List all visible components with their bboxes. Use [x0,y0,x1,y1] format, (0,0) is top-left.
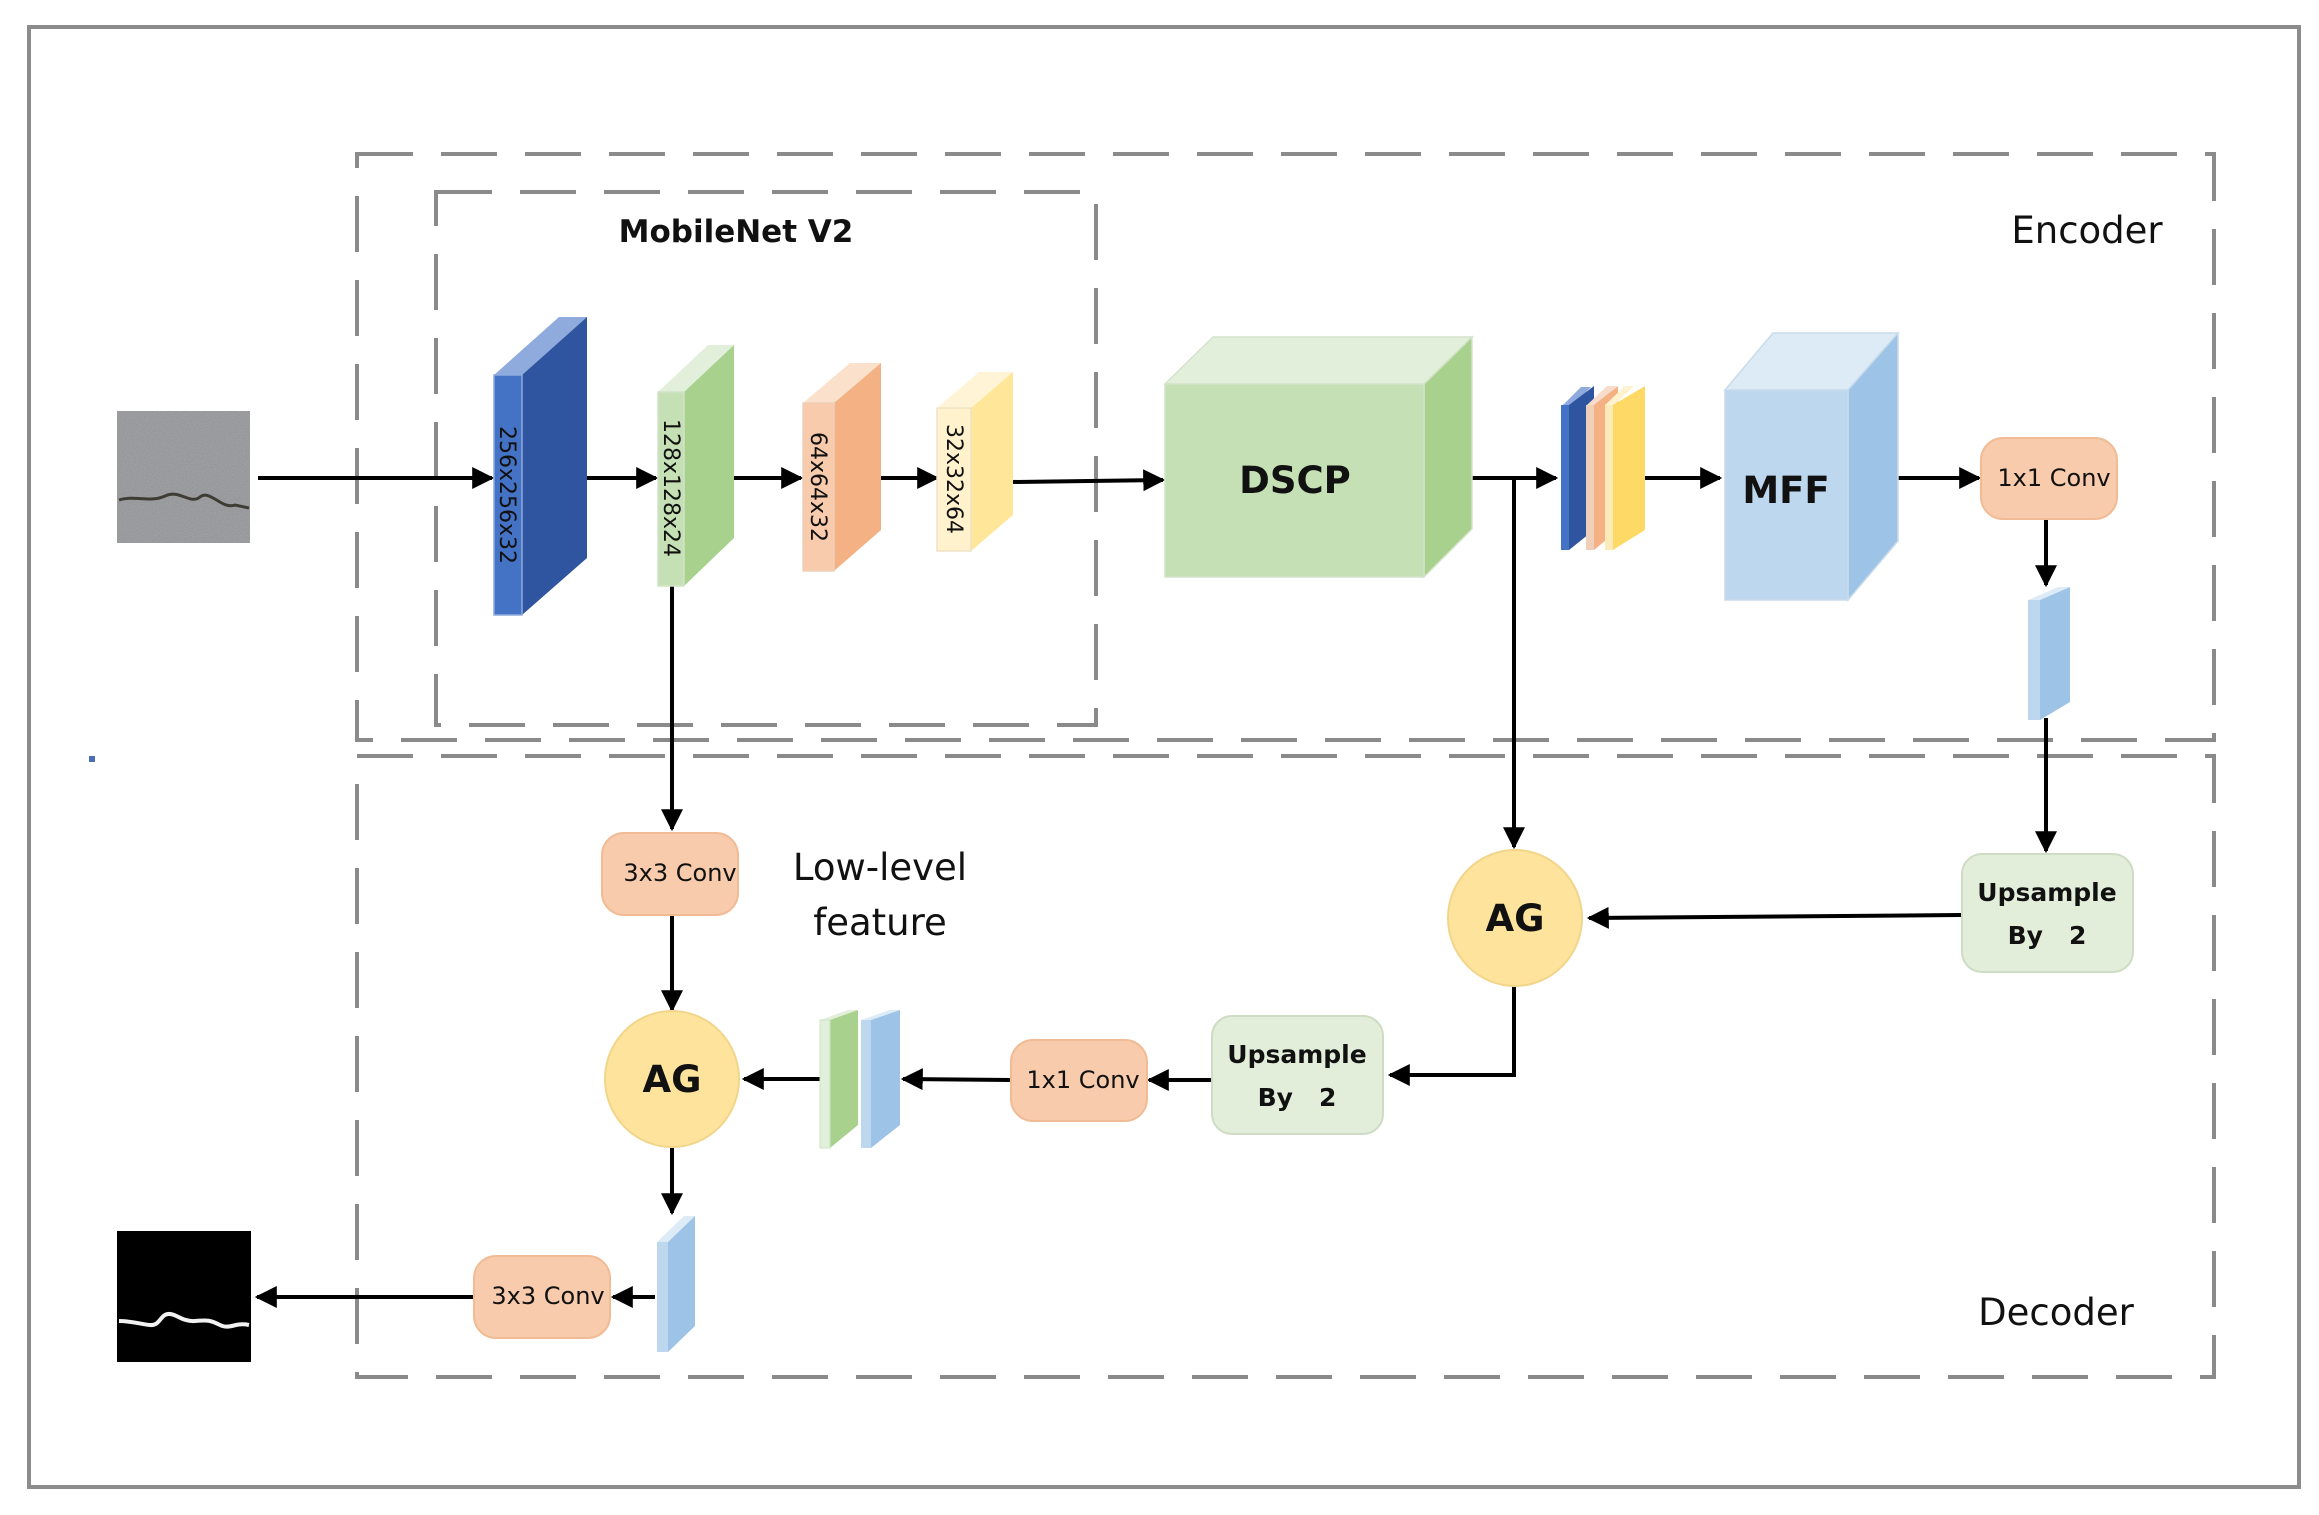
attention-gate-2: AG [1447,849,1583,987]
backbone-title: MobileNet V2 [619,214,854,250]
decoder-label: Decoder [1978,1291,2134,1334]
upsample-label-line2: By 2 [2008,921,2087,950]
attention-gate-1: AG [604,1010,740,1148]
backbone-layer-32: 32x32x64 [936,372,1013,552]
arrow-conv1x1-to-concat [900,1068,1012,1091]
ag-label: AG [1485,897,1544,940]
decoder-region [355,754,2216,1379]
layer-label: 64x64x32 [805,432,830,542]
mff-label: MFF [1742,469,1829,512]
encoder-feature-slab [2028,587,2070,720]
layer-label: 256x256x32 [494,426,519,564]
dscp-module: DSCP [1163,335,1474,579]
decoder-feature-slab [657,1216,695,1352]
input-image [117,411,250,543]
lowlevel-feature-label-line1: Low-level [793,846,967,889]
lowlevel-conv3x3-block: 3x3 Conv [601,832,739,916]
backbone-layer-256: 256x256x32 [493,317,587,616]
upsample-label-line1: Upsample [1977,878,2116,907]
decoder-upsample-block-2: Upsample By 2 [1211,1015,1384,1135]
stray-mark [89,756,95,762]
outer-frame [27,25,2301,1489]
lowlevel-feature-label-line2: feature [813,901,947,944]
decoder-conv1x1-label: 1x1 Conv [1026,1066,1139,1094]
arrow-upsample-to-ag [1586,906,1962,929]
lowlevel-conv3x3-label: 3x3 Conv [623,859,736,887]
encoder-label: Encoder [2011,209,2163,252]
layer-label: 32x32x64 [941,424,966,534]
concat-features-decoder [819,1010,900,1149]
ag-label: AG [642,1058,701,1101]
output-conv3x3-label: 3x3 Conv [491,1282,604,1310]
output-conv3x3-block: 3x3 Conv [473,1255,611,1339]
upsample-label-line2: By 2 [1258,1083,1337,1112]
output-mask-image [117,1231,251,1362]
upsample-label-line1: Upsample [1227,1040,1366,1069]
encoder-conv1x1-block: 1x1 Conv [1980,437,2118,520]
encoder-conv1x1-label: 1x1 Conv [1997,464,2110,492]
decoder-upsample-block-1: Upsample By 2 [1961,853,2134,973]
backbone-layer-64: 64x64x32 [802,363,881,572]
encoder-region [355,152,2216,742]
mff-module: MFF [1723,331,1900,603]
arrow-layer4-to-dscp [1011,469,1166,492]
concat-features-encoder [1561,386,1645,550]
backbone-layer-128: 128x128x24 [657,345,734,587]
backbone-region [434,190,1098,727]
dscp-label: DSCP [1239,459,1351,502]
layer-label: 128x128x24 [658,419,683,557]
arrow-ag-to-upsample [1387,987,1516,1086]
decoder-conv1x1-block: 1x1 Conv [1010,1039,1148,1122]
